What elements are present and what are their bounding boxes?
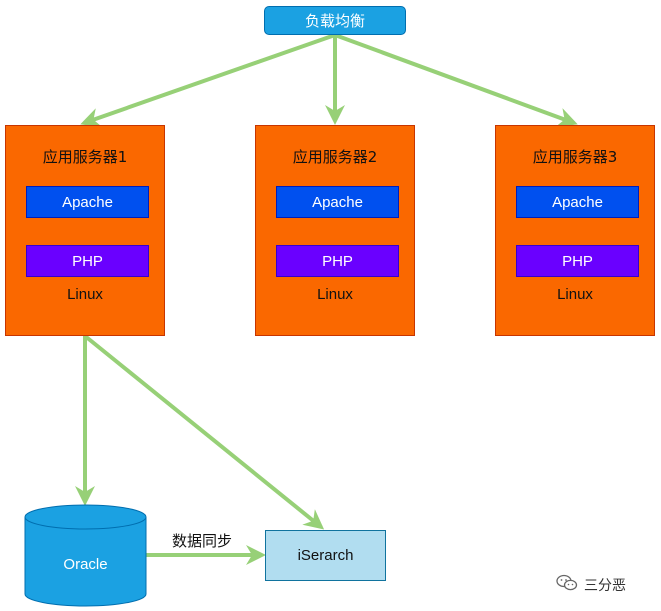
php-box: PHP bbox=[26, 245, 149, 277]
app-server-1: 应用服务器1 Apache PHP Linux bbox=[5, 125, 165, 336]
edge-lb-to-server3 bbox=[334, 33, 578, 127]
apache-box: Apache bbox=[516, 186, 639, 218]
sync-edge-label: 数据同步 bbox=[172, 532, 233, 550]
edge-lb-to-server1 bbox=[80, 33, 336, 128]
database-label: Oracle bbox=[63, 556, 108, 573]
database-cylinder bbox=[24, 504, 147, 607]
watermark-text: 三分恶 bbox=[584, 578, 626, 594]
php-box: PHP bbox=[516, 245, 639, 277]
php-box: PHP bbox=[276, 245, 399, 277]
os-label: Linux bbox=[317, 286, 353, 303]
server-title: 应用服务器3 bbox=[532, 148, 618, 166]
os-label: Linux bbox=[557, 286, 593, 303]
search-node-label: iSerarch bbox=[297, 547, 354, 564]
server-title: 应用服务器1 bbox=[42, 148, 128, 166]
apache-box: Apache bbox=[26, 186, 149, 218]
edge-server1-to-iserarch bbox=[83, 334, 325, 530]
apache-box: Apache bbox=[276, 186, 399, 218]
app-server-3: 应用服务器3 Apache PHP Linux bbox=[495, 125, 655, 336]
app-server-2: 应用服务器2 Apache PHP Linux bbox=[255, 125, 415, 336]
load-balancer-label: 负载均衡 bbox=[304, 12, 365, 30]
load-balancer-node: 负载均衡 bbox=[264, 6, 406, 35]
os-label: Linux bbox=[67, 286, 103, 303]
watermark: 三分恶 bbox=[556, 574, 626, 596]
server-title: 应用服务器2 bbox=[292, 148, 378, 166]
search-node: iSerarch bbox=[265, 530, 386, 581]
wechat-icon bbox=[556, 574, 578, 596]
